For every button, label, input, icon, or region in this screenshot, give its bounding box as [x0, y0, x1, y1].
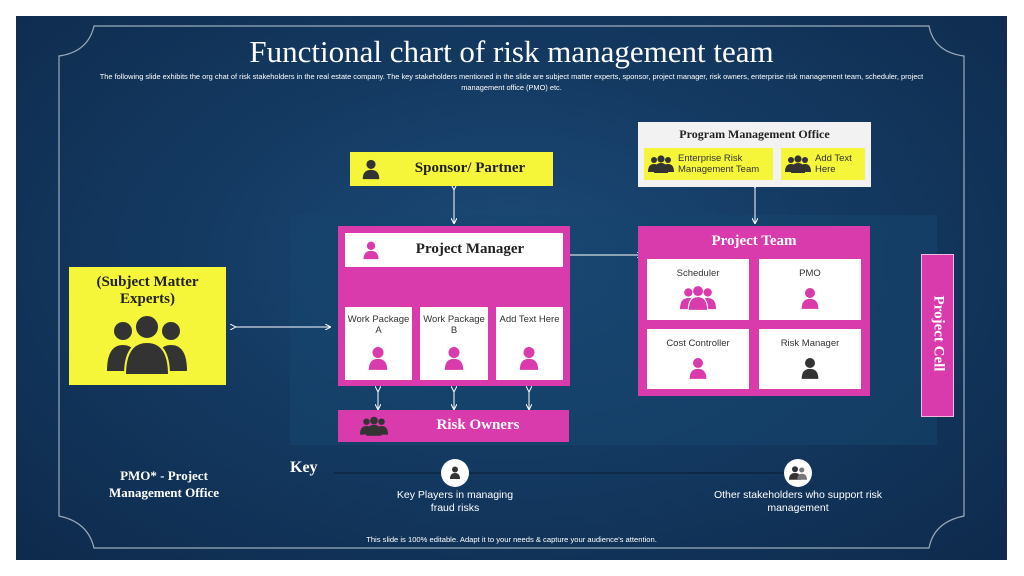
person-icon — [801, 358, 819, 379]
group-icon — [785, 155, 811, 173]
risk-owners-box: Risk Owners — [338, 410, 569, 442]
group-icon — [360, 416, 388, 436]
pmo-item-label: Add Text Here — [815, 153, 852, 175]
role-label: Risk Manager — [780, 338, 840, 349]
person-icon — [368, 347, 388, 370]
role-label: Cost Controller — [666, 338, 730, 349]
work-package-b: Work Package B — [420, 307, 488, 380]
slide: Functional chart of risk management team… — [16, 16, 1007, 560]
sponsor-box: Sponsor/ Partner — [350, 152, 553, 186]
page-title: Functional chart of risk management team — [249, 34, 774, 69]
project-manager-header: Project Manager — [345, 233, 563, 267]
sme-label: (Subject Matter Experts) — [96, 274, 199, 307]
role-risk-manager: Risk Manager — [759, 329, 861, 389]
key-player-icon-circle — [441, 459, 469, 487]
work-package-label: Work Package B — [423, 314, 485, 336]
project-manager-block: Project Manager Work Package A Work Pack… — [338, 226, 570, 386]
person-icon — [444, 347, 464, 370]
sme-box: (Subject Matter Experts) — [69, 267, 226, 385]
person-icon — [689, 358, 707, 379]
project-team-block: Project Team Scheduler PMO Cost Controll… — [638, 226, 870, 396]
group-icon — [648, 155, 674, 173]
people-icon — [789, 466, 807, 480]
role-pmo: PMO — [759, 259, 861, 320]
work-package-add-text: Add Text Here — [496, 307, 563, 380]
group-icon — [680, 286, 716, 311]
person-icon — [801, 288, 819, 309]
pmo-note: PMO* - Project Management Office — [108, 468, 220, 500]
pmo-item-label: Enterprise Risk Management Team — [678, 153, 760, 175]
pmo-office-title: Program Management Office — [679, 127, 830, 141]
project-team-title: Project Team — [711, 233, 797, 249]
work-package-label: Add Text Here — [499, 314, 560, 325]
pmo-office-box: Program Management Office Enterprise Ris… — [638, 122, 871, 187]
project-cell-label-box: Project Cell — [921, 254, 954, 417]
work-package-a: Work Package A — [345, 307, 412, 380]
group-icon — [107, 314, 187, 375]
role-scheduler: Scheduler — [647, 259, 749, 320]
person-icon — [450, 466, 460, 479]
project-manager-title: Project Manager — [415, 241, 525, 257]
person-icon — [363, 241, 379, 260]
stakeholders-icon-circle — [784, 459, 812, 487]
pmo-item-enterprise-risk: Enterprise Risk Management Team — [644, 148, 773, 180]
person-icon — [362, 159, 380, 180]
work-package-label: Work Package A — [347, 314, 410, 336]
project-cell-label: Project Cell — [930, 295, 947, 372]
risk-owners-label: Risk Owners — [436, 417, 520, 433]
key-item-label: Other stakeholders who support risk mana… — [713, 489, 883, 514]
person-icon — [519, 347, 539, 370]
role-cost-controller: Cost Controller — [647, 329, 749, 389]
pmo-item-add-text: Add Text Here — [781, 148, 865, 180]
footer-note: This slide is 100% editable. Adapt it to… — [366, 535, 657, 544]
key-label: Key — [290, 459, 318, 476]
role-label: Scheduler — [676, 268, 720, 279]
role-label: PMO — [799, 268, 821, 279]
page-subtitle: The following slide exhibits the org cha… — [99, 72, 924, 92]
decorative-frame — [58, 25, 965, 549]
key-item-label: Key Players in managing fraud risks — [396, 489, 514, 514]
sponsor-label: Sponsor/ Partner — [414, 160, 526, 176]
